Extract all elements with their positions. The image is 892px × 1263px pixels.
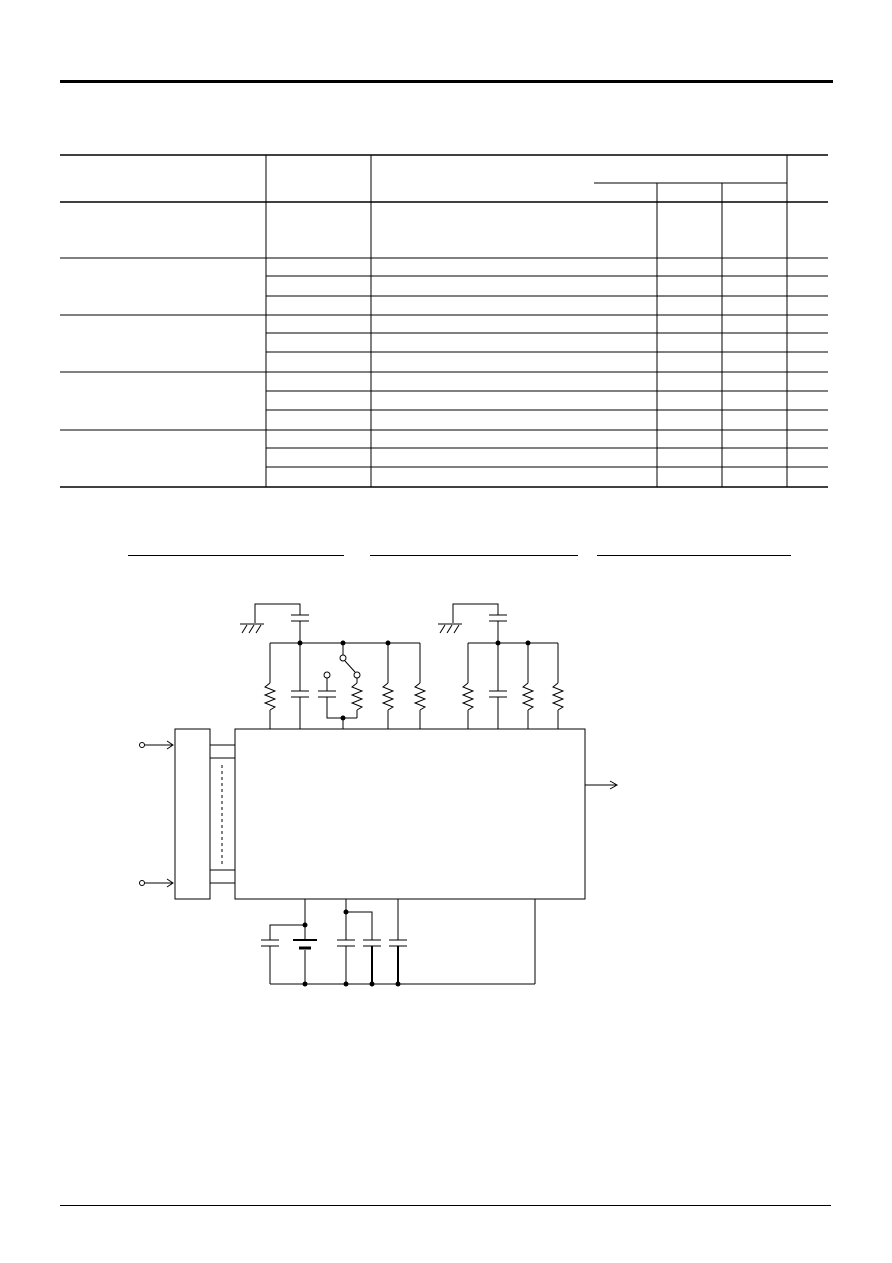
header-rule <box>60 80 833 83</box>
ic-block <box>234 728 586 900</box>
figure-caption-underline-1 <box>128 555 344 556</box>
footer-rule <box>60 1205 831 1206</box>
figure-caption-underline-2 <box>370 555 578 556</box>
figure-caption-underline-3 <box>597 555 791 556</box>
specification-table <box>60 154 828 488</box>
input-block <box>174 728 211 900</box>
